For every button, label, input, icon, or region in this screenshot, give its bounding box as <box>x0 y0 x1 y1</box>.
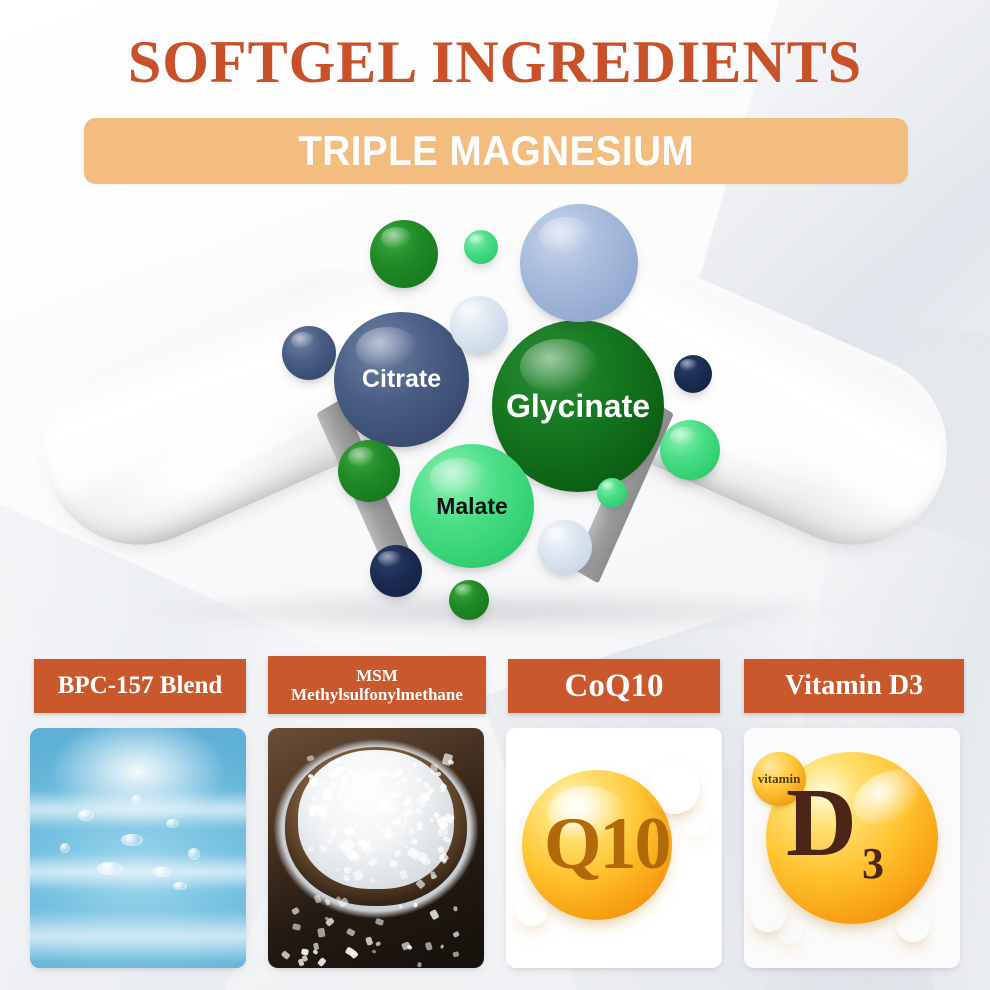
vitamin-badge-text: vitamin <box>757 771 801 786</box>
vitamin-d3-gold-sphere-graphic: vitamin D 3 <box>744 728 960 968</box>
decorative-bubble <box>597 478 627 508</box>
crystal-grain <box>416 807 422 814</box>
blue-gel-photo <box>30 728 246 968</box>
mineral-bubble-glycinate: Glycinate <box>492 320 664 492</box>
decorative-bubble <box>660 420 720 480</box>
gel-bubble <box>187 848 200 860</box>
coq10-sphere-gloss <box>548 786 626 842</box>
capsule-shadow <box>120 588 860 634</box>
coq10-gold-sphere-graphic: Q10 <box>506 728 722 968</box>
page-title: SOFTGEL INGREDIENTS <box>127 29 863 95</box>
ingredient-label-msm: MSM Methylsulfonylmethane <box>268 656 486 714</box>
gel-highlight-band <box>30 910 246 964</box>
decorative-bubble <box>464 230 498 264</box>
gel-bubble <box>153 867 172 878</box>
crystal-grain <box>408 827 416 835</box>
decorative-bubble <box>520 204 638 322</box>
ingredient-label-text: BPC-157 Blend <box>58 672 223 700</box>
subtitle-text: TRIPLE MAGNESIUM <box>298 127 694 174</box>
coq10-bubble-gloss <box>658 768 684 786</box>
mineral-bubble-label: Malate <box>436 492 508 519</box>
mineral-bubble-citrate: Citrate <box>334 312 469 447</box>
label-line-1: CoQ10 <box>564 667 664 704</box>
d3-bubble-right <box>896 908 930 942</box>
ingredient-label-coq10: CoQ10 <box>508 659 720 713</box>
mineral-bubble-label: Citrate <box>361 365 442 393</box>
gel-bubble <box>131 795 141 805</box>
coq10-bubble-lower <box>516 894 548 926</box>
d3-subscript: 3 <box>862 839 884 888</box>
ingredient-label-text: MSM Methylsulfonylmethane <box>291 666 463 704</box>
decorative-bubble <box>338 440 400 502</box>
white-crystals-photo <box>268 728 484 968</box>
decorative-bubble <box>282 326 336 380</box>
gel-bubble <box>77 809 94 821</box>
crystal-grain <box>429 817 434 823</box>
crystal-grain <box>334 758 340 764</box>
crystal-grain <box>292 922 302 931</box>
label-line-1: MSM <box>356 665 398 685</box>
crystal-grain <box>436 771 442 776</box>
crystal-grain <box>308 776 320 787</box>
crystal-grain <box>364 784 376 794</box>
decorative-bubble <box>370 220 438 288</box>
gel-bubble <box>172 881 187 890</box>
label-line-1: BPC-157 Blend <box>57 672 223 699</box>
crystal-grain <box>344 866 352 873</box>
label-line-2: Methylsulfonylmethane <box>291 685 463 704</box>
label-line-1: Vitamin D3 <box>784 670 924 702</box>
coq10-text: Q10 <box>544 803 672 885</box>
crystal-grain <box>350 853 359 861</box>
decorative-bubble <box>370 545 422 597</box>
crystal-grain <box>417 821 423 831</box>
crystal-grain <box>400 776 408 783</box>
d3-letter: D <box>786 769 857 877</box>
crystal-grain <box>371 949 377 954</box>
gel-bubble <box>96 862 123 876</box>
gel-bubble <box>120 833 143 846</box>
decorative-bubble <box>538 520 592 574</box>
ingredient-label-text: Vitamin D3 <box>785 670 923 701</box>
vitamin-badge: vitamin <box>752 752 806 806</box>
vitamin-d3-card: vitamin D 3 <box>744 728 960 968</box>
gel-bubble <box>60 843 71 854</box>
crystal-grain <box>343 801 351 809</box>
coq10-card: Q10 <box>506 728 722 968</box>
decorative-bubble <box>450 296 508 354</box>
ingredient-label-bpc157: BPC-157 Blend <box>34 659 246 713</box>
coq10-bubble-tiny <box>522 880 538 896</box>
crystal-grain <box>453 906 458 912</box>
gel-bubble <box>166 819 180 829</box>
decorative-bubble <box>674 355 712 393</box>
decorative-bubble <box>449 580 489 620</box>
mineral-bubble-label: Glycinate <box>505 387 651 424</box>
coq10-bubble-small <box>684 812 708 836</box>
subtitle-banner: TRIPLE MAGNESIUM <box>84 118 908 184</box>
gel-highlight-band <box>30 852 246 892</box>
mineral-bubble-malate: Malate <box>410 444 534 568</box>
ingredient-label-vitamind3: Vitamin D3 <box>744 659 964 713</box>
d3-bubble-left-small <box>776 918 802 944</box>
ingredient-label-text: CoQ10 <box>565 668 664 705</box>
crystal-grain <box>421 857 431 866</box>
